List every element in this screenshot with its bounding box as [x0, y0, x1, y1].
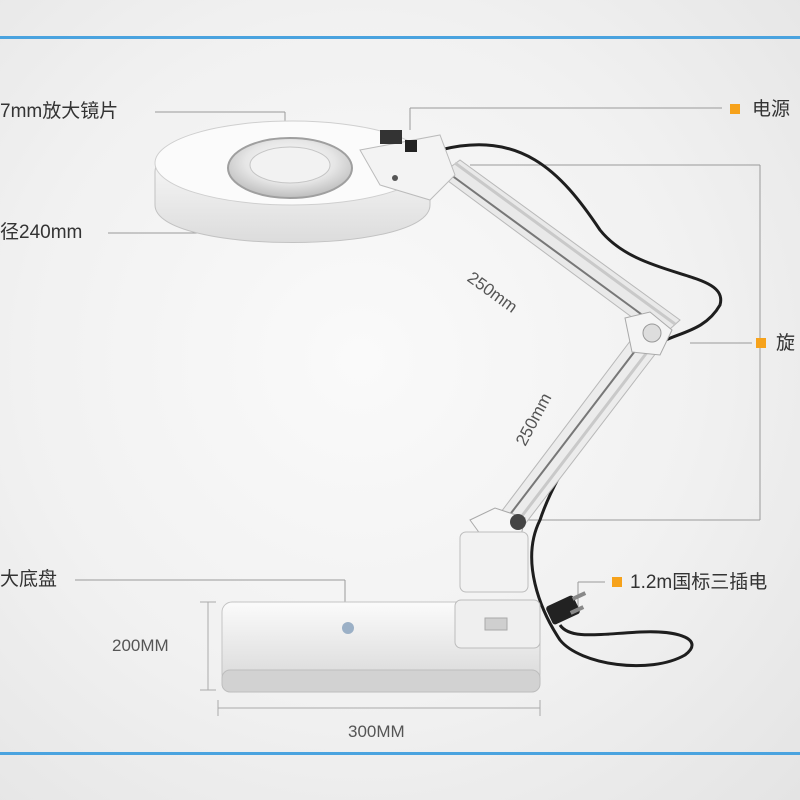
- label-rotation: 旋: [776, 333, 796, 354]
- plug: [546, 591, 587, 625]
- top-accent-rule: [0, 36, 800, 39]
- joint-knob-elbow: [624, 311, 673, 356]
- dimension-lines: [200, 601, 541, 716]
- bullet-square-icon: [730, 104, 740, 114]
- arm-upper: [439, 159, 681, 339]
- leader-lines-right: [409, 107, 761, 610]
- dimension-base-width: 300MM: [348, 722, 405, 741]
- label-base: 大底盘: [0, 569, 58, 590]
- label-power-switch: 电源: [752, 99, 791, 120]
- dimension-base-height: 200MM: [112, 636, 169, 655]
- bullet-square-icon: [756, 338, 766, 348]
- bullet-square-icon: [612, 577, 622, 587]
- label-lens: 7mm放大镜片: [0, 101, 119, 122]
- lamp-base: [221, 531, 541, 693]
- lamp-head: [154, 120, 456, 243]
- label-diameter: 径240mm: [0, 222, 83, 243]
- label-power-cord: 1.2m国标三插电: [630, 572, 768, 593]
- bottom-accent-rule: [0, 752, 800, 755]
